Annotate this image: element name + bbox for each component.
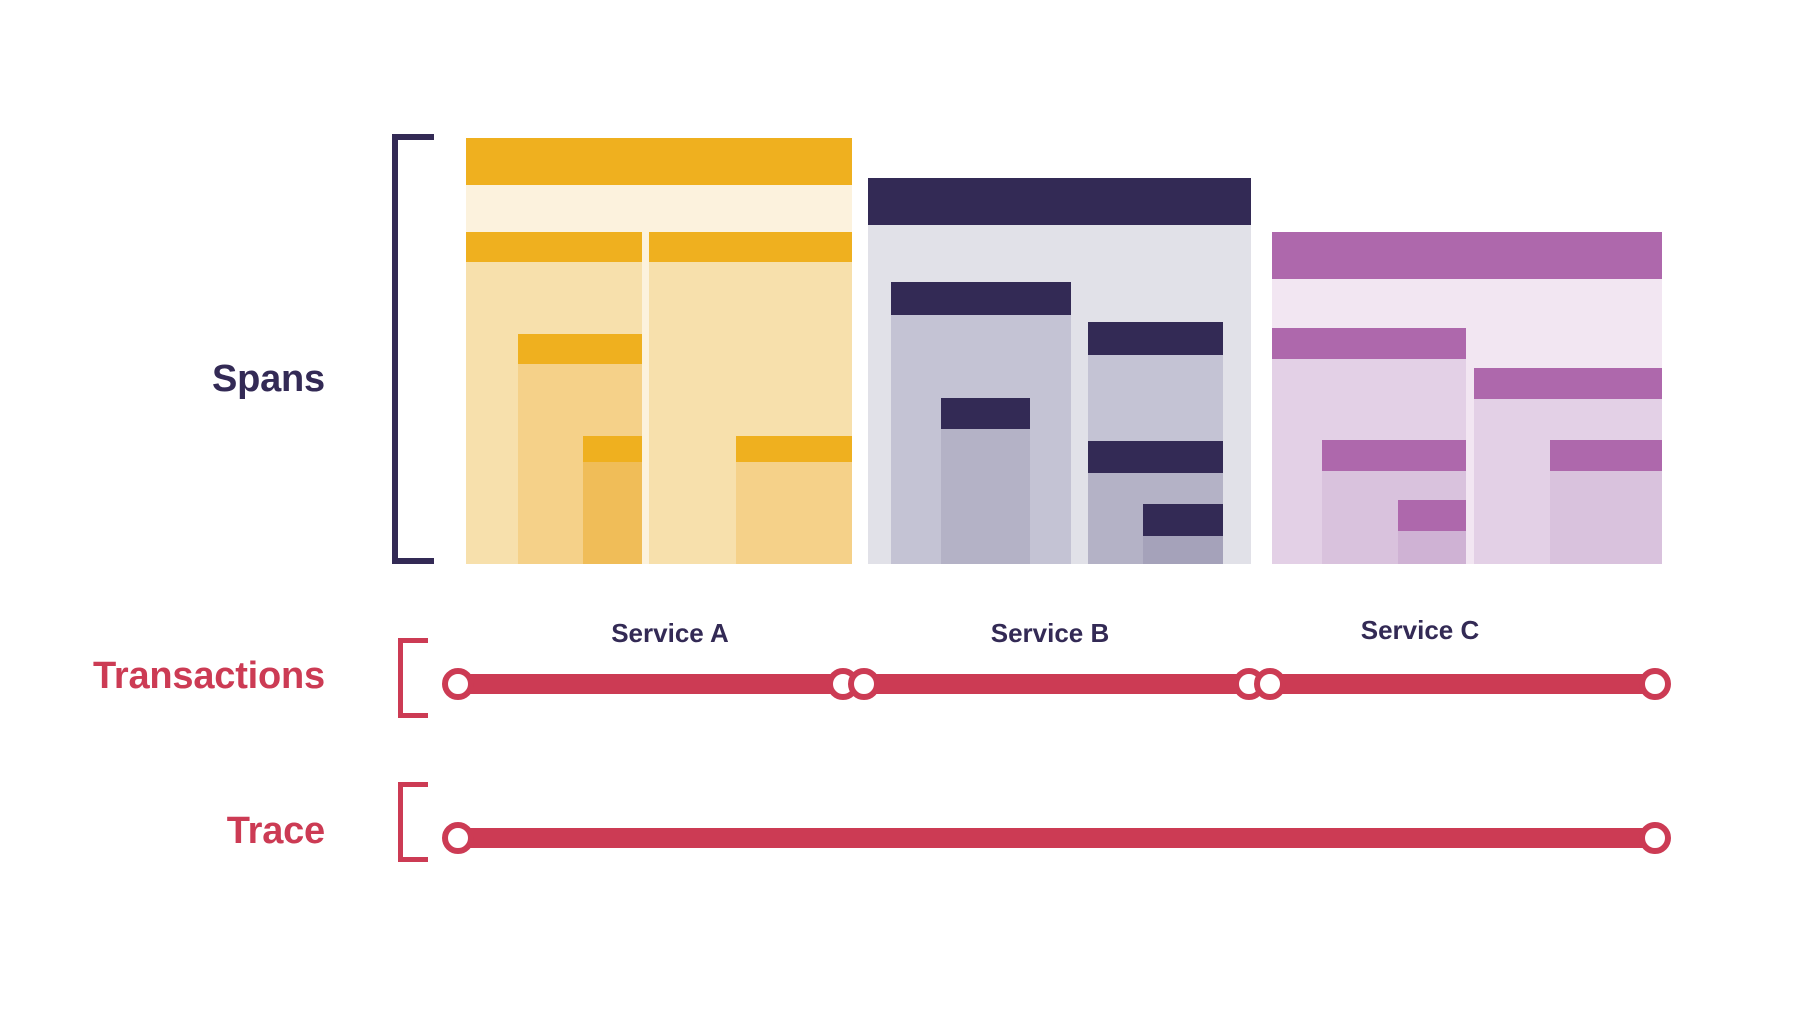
span-body <box>736 462 852 564</box>
trace-row-label: Trace <box>226 810 326 852</box>
span-header <box>1550 440 1662 471</box>
span-header <box>649 232 852 262</box>
service-label-service-c: Service C <box>1360 615 1480 645</box>
timeline-end-dot[interactable] <box>1639 822 1671 854</box>
span-header <box>1272 232 1662 279</box>
span-header <box>1322 440 1466 471</box>
span-body <box>1143 536 1223 564</box>
spans-area <box>466 138 1662 564</box>
span-header <box>736 436 852 462</box>
trace-bracket <box>398 782 428 862</box>
span-header <box>1474 368 1662 399</box>
span-bar <box>736 436 852 564</box>
span-header <box>518 334 642 364</box>
span-body <box>941 429 1030 564</box>
span-bar <box>941 398 1030 564</box>
span-header <box>868 178 1251 225</box>
span-bar <box>1143 504 1223 564</box>
timeline-bar <box>458 674 843 694</box>
service-group-service-c <box>1272 232 1662 564</box>
span-header <box>1143 504 1223 536</box>
span-header <box>1088 322 1223 355</box>
timeline-start-dot[interactable] <box>1254 668 1286 700</box>
span-header <box>1398 500 1466 531</box>
transactions-timeline <box>0 654 1800 714</box>
span-header <box>1088 441 1223 473</box>
timeline-bar <box>864 674 1249 694</box>
timeline-start-dot[interactable] <box>442 668 474 700</box>
span-header <box>1272 328 1466 359</box>
service-group-service-b <box>868 178 1251 564</box>
spans-bracket <box>392 134 434 564</box>
span-header <box>891 282 1071 315</box>
spans-row-label: Spans <box>211 358 325 400</box>
service-group-service-a <box>466 138 852 564</box>
span-body <box>583 462 642 564</box>
span-body <box>1550 471 1662 564</box>
timeline-bar <box>1270 674 1655 694</box>
timeline-bar <box>458 828 1655 848</box>
span-bar <box>1550 440 1662 564</box>
service-label-service-b: Service B <box>990 618 1110 648</box>
span-header <box>583 436 642 462</box>
transactions-bracket <box>398 638 428 718</box>
timeline-start-dot[interactable] <box>442 822 474 854</box>
timeline-end-dot[interactable] <box>1639 668 1671 700</box>
trace-timeline <box>0 808 1800 868</box>
timeline-start-dot[interactable] <box>848 668 880 700</box>
span-bar <box>1398 500 1466 564</box>
span-body <box>1398 531 1466 564</box>
span-header <box>466 138 852 185</box>
transactions-row-label: Transactions <box>92 655 325 697</box>
span-header <box>941 398 1030 429</box>
service-label-service-a: Service A <box>611 618 729 648</box>
span-header <box>466 232 642 262</box>
span-bar <box>583 436 642 564</box>
